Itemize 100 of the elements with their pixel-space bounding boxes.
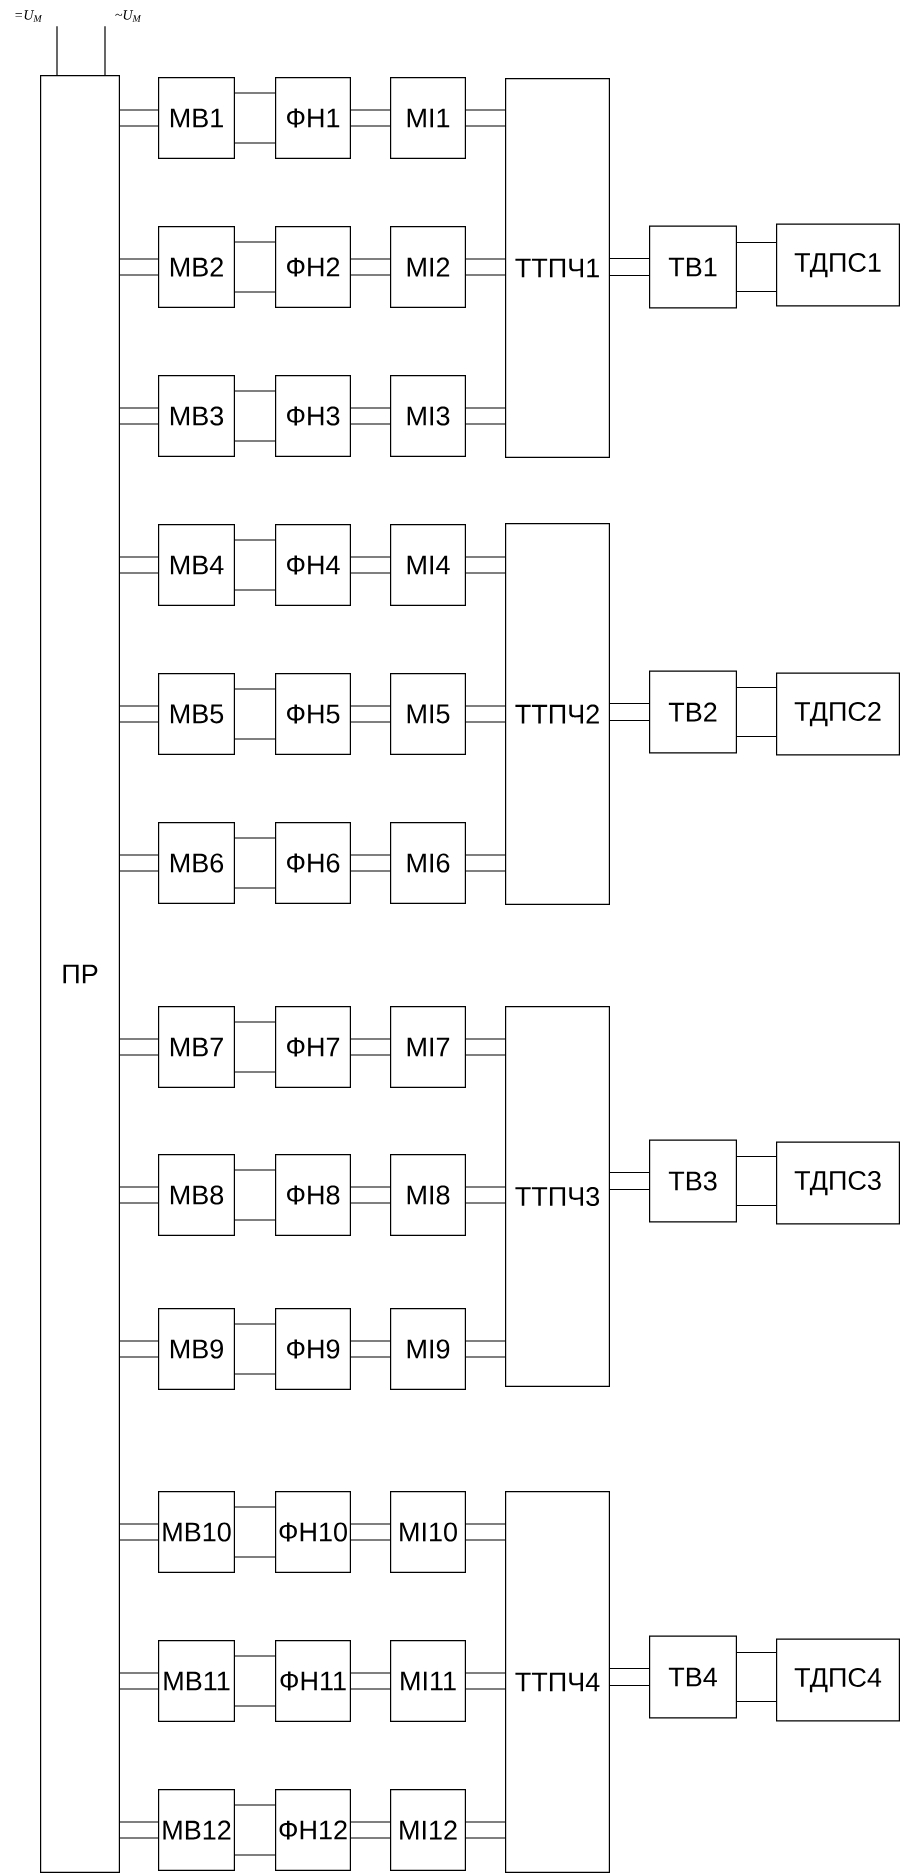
connection-line bbox=[736, 1651, 777, 1703]
connection-line bbox=[465, 1038, 506, 1056]
connection-line bbox=[234, 1804, 276, 1856]
block-box: ТВ2 bbox=[649, 670, 737, 754]
connection-line bbox=[609, 257, 650, 277]
block-box: ТТПЧ2 bbox=[505, 523, 610, 905]
connection-line bbox=[119, 854, 159, 872]
connection-line bbox=[465, 1523, 506, 1541]
connection-line bbox=[609, 702, 650, 722]
connection-line bbox=[234, 539, 276, 591]
block-box: МВ2 bbox=[158, 226, 235, 308]
block-box: МВ5 bbox=[158, 673, 235, 755]
block-box: МІ5 bbox=[390, 673, 466, 755]
connection-line bbox=[350, 1672, 391, 1690]
connection-line bbox=[234, 1655, 276, 1707]
connection-line bbox=[465, 556, 506, 574]
connection-line bbox=[234, 1506, 276, 1558]
connection-line bbox=[350, 1523, 391, 1541]
supply-line bbox=[56, 25, 58, 76]
block-box: ТТПЧ1 bbox=[505, 78, 610, 458]
block-box: МВ7 bbox=[158, 1006, 235, 1088]
block-box: МВ8 bbox=[158, 1154, 235, 1236]
block-box: МІ12 bbox=[390, 1789, 466, 1871]
block-box: ТДПС1 bbox=[776, 223, 900, 307]
connection-line bbox=[736, 241, 777, 293]
connection-line bbox=[119, 109, 159, 127]
block-box: МВ3 bbox=[158, 375, 235, 457]
block-box: МІ7 bbox=[390, 1006, 466, 1088]
block-box: ТВ3 bbox=[649, 1139, 737, 1223]
connection-line bbox=[465, 1672, 506, 1690]
connection-line bbox=[119, 705, 159, 723]
connection-line bbox=[465, 854, 506, 872]
block-box: МІ6 bbox=[390, 822, 466, 904]
connection-line bbox=[234, 390, 276, 442]
connection-line bbox=[350, 1821, 391, 1839]
block-box: МІ1 bbox=[390, 77, 466, 159]
connection-line bbox=[234, 1021, 276, 1073]
block-box: МІ10 bbox=[390, 1491, 466, 1573]
connection-line bbox=[350, 1038, 391, 1056]
block-box: МІ11 bbox=[390, 1640, 466, 1722]
connection-line bbox=[350, 1186, 391, 1204]
block-box: МВ6 bbox=[158, 822, 235, 904]
block-box: ФН3 bbox=[275, 375, 351, 457]
connection-line bbox=[350, 407, 391, 425]
block-box: ФН11 bbox=[275, 1640, 351, 1722]
voltage-label: ~U$_{M}$ bbox=[115, 10, 142, 22]
block-box: ТДПС4 bbox=[776, 1638, 900, 1722]
block-box: МВ10 bbox=[158, 1491, 235, 1573]
connection-line bbox=[465, 258, 506, 276]
connection-line bbox=[609, 1667, 650, 1687]
block-box: ПР bbox=[40, 75, 120, 1873]
block-box: ФН9 bbox=[275, 1308, 351, 1390]
block-box: МІ9 bbox=[390, 1308, 466, 1390]
connection-line bbox=[350, 1340, 391, 1358]
voltage-label: =U$_{M}$ bbox=[15, 10, 43, 22]
connection-line bbox=[736, 1155, 777, 1207]
block-box: ТТПЧ4 bbox=[505, 1491, 610, 1873]
connection-line bbox=[119, 258, 159, 276]
connection-line bbox=[465, 705, 506, 723]
block-box: ТТПЧ3 bbox=[505, 1006, 610, 1387]
block-box: ФН4 bbox=[275, 524, 351, 606]
connection-line bbox=[465, 407, 506, 425]
block-box: ФН12 bbox=[275, 1789, 351, 1871]
block-box: ФН6 bbox=[275, 822, 351, 904]
connection-line bbox=[350, 854, 391, 872]
connection-line bbox=[234, 1323, 276, 1375]
block-box: МВ9 bbox=[158, 1308, 235, 1390]
block-box: ФН10 bbox=[275, 1491, 351, 1573]
connection-line bbox=[350, 556, 391, 574]
block-box: МВ11 bbox=[158, 1640, 235, 1722]
connection-line bbox=[465, 1340, 506, 1358]
connection-line bbox=[465, 1821, 506, 1839]
connection-line bbox=[119, 1186, 159, 1204]
connection-line bbox=[736, 686, 777, 738]
connection-line bbox=[119, 1340, 159, 1358]
connection-line bbox=[119, 556, 159, 574]
connection-line bbox=[234, 688, 276, 740]
block-box: ФН5 bbox=[275, 673, 351, 755]
connection-line bbox=[119, 1038, 159, 1056]
block-box: ТДПС2 bbox=[776, 672, 900, 756]
block-box: МВ1 bbox=[158, 77, 235, 159]
connection-line bbox=[465, 109, 506, 127]
block-box: ТДПС3 bbox=[776, 1141, 900, 1225]
block-box: МІ8 bbox=[390, 1154, 466, 1236]
connection-line bbox=[350, 258, 391, 276]
connection-line bbox=[119, 1523, 159, 1541]
connection-line bbox=[465, 1186, 506, 1204]
block-box: ФН2 bbox=[275, 226, 351, 308]
connection-line bbox=[609, 1171, 650, 1191]
connection-line bbox=[350, 109, 391, 127]
block-box: ТВ4 bbox=[649, 1635, 737, 1719]
block-box: МІ2 bbox=[390, 226, 466, 308]
block-box: МВ12 bbox=[158, 1789, 235, 1871]
connection-line bbox=[234, 837, 276, 889]
connection-line bbox=[350, 705, 391, 723]
connection-line bbox=[234, 1169, 276, 1221]
block-box: ТВ1 bbox=[649, 225, 737, 309]
supply-line bbox=[104, 25, 106, 76]
block-box: МІ3 bbox=[390, 375, 466, 457]
block-box: ФН7 bbox=[275, 1006, 351, 1088]
